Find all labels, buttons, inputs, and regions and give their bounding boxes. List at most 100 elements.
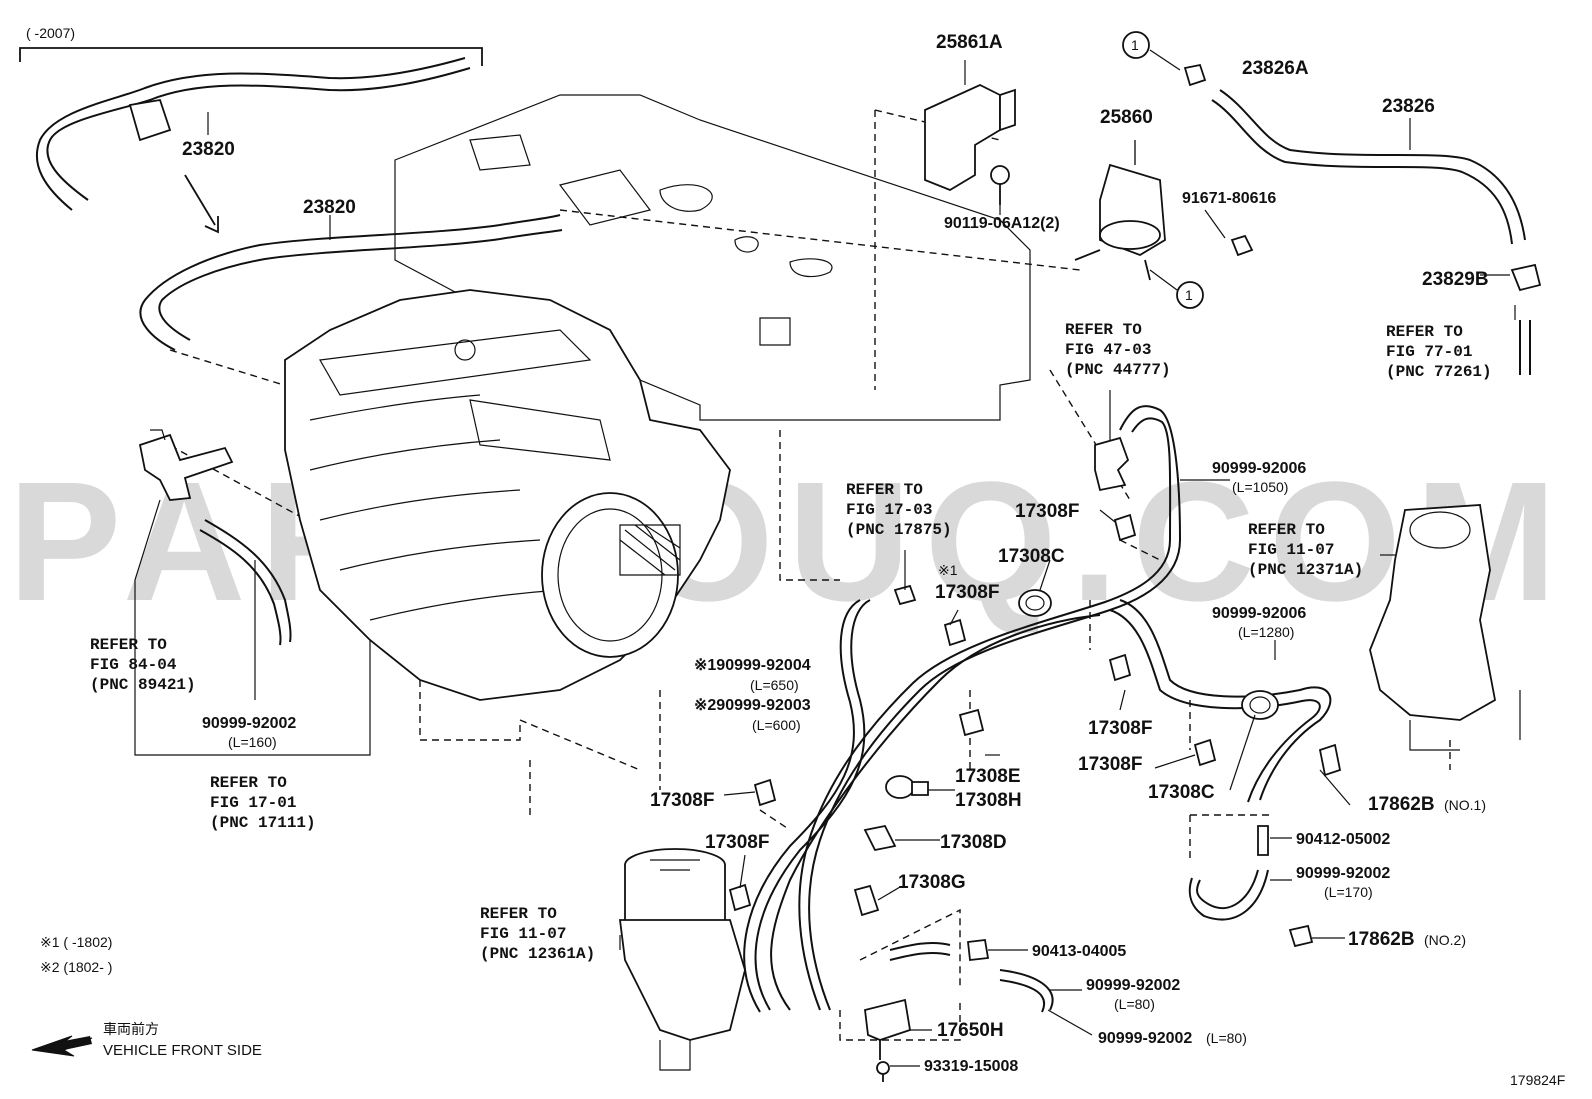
label-23820-top: 23820 bbox=[182, 139, 235, 160]
leader-lines bbox=[207, 112, 1516, 1067]
valve-25860 bbox=[1074, 140, 1166, 281]
clip-17308F-e bbox=[753, 778, 777, 807]
circle-marker-1-top: 1 bbox=[1122, 31, 1150, 59]
clip-17308G bbox=[853, 884, 880, 917]
label-90999-92002-d-length: (L=80) bbox=[1114, 996, 1155, 1012]
bolt-91671 bbox=[1230, 234, 1254, 257]
svg-text:REFER TO: REFER TO bbox=[90, 636, 167, 654]
label-90119: 90119-06A12(2) bbox=[944, 215, 1060, 232]
svg-text:REFER TO: REFER TO bbox=[480, 905, 557, 923]
label-17308F-b: 17308F bbox=[935, 582, 999, 603]
hose-90999-92006-b bbox=[770, 599, 1332, 1011]
hose-90999-92002-c bbox=[1188, 869, 1269, 921]
clip-17308C-b bbox=[1241, 690, 1279, 720]
label-90999-92002-a-length: (L=160) bbox=[228, 734, 277, 750]
circle-marker-1-bottom: 1 bbox=[1149, 269, 1204, 309]
svg-text:FIG 47-03: FIG 47-03 bbox=[1065, 341, 1151, 359]
svg-text:REFER TO: REFER TO bbox=[1065, 321, 1142, 339]
label-90412: 90412-05002 bbox=[1296, 831, 1390, 848]
refer-84-04: REFER TO FIG 84-04 (PNC 89421) bbox=[90, 636, 196, 694]
label-17308F-f: 17308F bbox=[705, 832, 769, 853]
label-17308F-d: 17308F bbox=[1078, 754, 1142, 775]
label-17650H: 17650H bbox=[937, 1020, 1004, 1041]
refer-11-07-left: REFER TO FIG 11-07 (PNC 12361A) bbox=[480, 905, 595, 963]
nipple-90412 bbox=[1257, 825, 1269, 856]
clip-17308F-a bbox=[1113, 513, 1137, 542]
hose-90999-92002-a bbox=[199, 519, 292, 646]
label-17308C-a: 17308C bbox=[998, 546, 1065, 567]
label-17862B-1: 17862B bbox=[1368, 794, 1435, 815]
label-90999-92003-length: (L=600) bbox=[752, 717, 801, 733]
clip-23826A bbox=[1183, 63, 1207, 87]
svg-text:FIG 11-07: FIG 11-07 bbox=[1248, 541, 1334, 559]
vehicle-front-arrow-icon bbox=[31, 1035, 93, 1057]
svg-text:(PNC 17111): (PNC 17111) bbox=[210, 814, 316, 832]
label-17862B-1-note: (NO.1) bbox=[1444, 797, 1486, 813]
label-90999-92004-length: (L=650) bbox=[750, 677, 799, 693]
header-bracket bbox=[19, 47, 483, 66]
svg-text:FIG 77-01: FIG 77-01 bbox=[1386, 343, 1472, 361]
svg-text:1: 1 bbox=[1131, 37, 1139, 53]
label-17862B-2: 17862B bbox=[1348, 929, 1415, 950]
refer-47-03: REFER TO FIG 47-03 (PNC 44777) bbox=[1065, 321, 1171, 379]
hose-23820-mid bbox=[139, 214, 563, 351]
label-17308G: 17308G bbox=[898, 872, 966, 893]
label-91671: 91671-80616 bbox=[1182, 190, 1276, 207]
nipple-90413 bbox=[967, 939, 990, 961]
hose-90999-92004 bbox=[743, 599, 871, 1013]
clip-17308C-a bbox=[1018, 589, 1052, 617]
pipe-77-01 bbox=[1519, 320, 1531, 375]
label-23820-mid: 23820 bbox=[303, 197, 356, 218]
label-90999-92006-b: 90999-92006 bbox=[1212, 605, 1306, 622]
clip-17308F-c bbox=[1108, 653, 1132, 682]
clip-17308H bbox=[885, 775, 929, 799]
svg-text:(PNC 44777): (PNC 44777) bbox=[1065, 361, 1171, 379]
hose-23820-top bbox=[35, 57, 471, 211]
label-90999-92006-a: 90999-92006 bbox=[1212, 460, 1306, 477]
hose-23826 bbox=[1211, 89, 1526, 245]
watermark: PARTSOUQ.COM bbox=[8, 447, 1571, 637]
header-range: ( -2007) bbox=[26, 25, 75, 41]
asterisk-marker: ※1 bbox=[938, 562, 958, 578]
clip-17308F-d bbox=[1193, 738, 1217, 767]
note-1: ※1 ( -1802) bbox=[40, 934, 112, 950]
bolt-90119 bbox=[990, 165, 1010, 205]
hose-90999-92002-e bbox=[889, 941, 951, 961]
label-17308F-e: 17308F bbox=[650, 790, 714, 811]
label-90999-92002-e: 90999-92002 bbox=[1098, 1030, 1192, 1047]
refer-17-03: REFER TO FIG 17-03 (PNC 17875) bbox=[846, 481, 952, 539]
valve-17650H bbox=[864, 998, 912, 1060]
svg-text:FIG 11-07: FIG 11-07 bbox=[480, 925, 566, 943]
svg-text:FIG 17-03: FIG 17-03 bbox=[846, 501, 932, 519]
label-90999-92002-c-length: (L=170) bbox=[1324, 884, 1373, 900]
svg-text:FIG 17-01: FIG 17-01 bbox=[210, 794, 296, 812]
label-90999-92003: ※290999-92003 bbox=[694, 697, 811, 714]
refer-17-01: REFER TO FIG 17-01 (PNC 17111) bbox=[210, 774, 316, 832]
intake-manifold bbox=[284, 289, 731, 701]
label-90999-92002-e-length: (L=80) bbox=[1206, 1030, 1247, 1046]
label-23826A: 23826A bbox=[1242, 58, 1309, 79]
clip-17308F-b bbox=[943, 618, 967, 647]
svg-text:REFER TO: REFER TO bbox=[846, 481, 923, 499]
valve-47-03 bbox=[1094, 436, 1130, 492]
svg-text:(PNC 89421): (PNC 89421) bbox=[90, 676, 196, 694]
label-90999-92004: ※190999-92004 bbox=[694, 657, 811, 674]
label-90999-92002-c: 90999-92002 bbox=[1296, 865, 1390, 882]
label-17308H: 17308H bbox=[955, 790, 1022, 811]
direction-jp: 車両前方 bbox=[103, 1021, 159, 1037]
label-25861A: 25861A bbox=[936, 32, 1003, 53]
label-17308E: 17308E bbox=[955, 766, 1021, 787]
svg-text:FIG 84-04: FIG 84-04 bbox=[90, 656, 177, 674]
clamp-23829B bbox=[1510, 263, 1542, 292]
label-17862B-2-note: (NO.2) bbox=[1424, 932, 1466, 948]
label-90999-92006-b-length: (L=1280) bbox=[1238, 624, 1294, 640]
leader-23826A bbox=[1149, 49, 1181, 71]
label-23826: 23826 bbox=[1382, 96, 1435, 117]
label-25860: 25860 bbox=[1100, 107, 1153, 128]
label-17308F-c: 17308F bbox=[1088, 718, 1152, 739]
engine-mount-12371A bbox=[1369, 504, 1521, 751]
refer-11-07-right: REFER TO FIG 11-07 (PNC 12371A) bbox=[1248, 521, 1363, 579]
engine-mount-12361A bbox=[618, 848, 746, 1071]
bracket-25861A bbox=[924, 60, 1016, 192]
label-23829B: 23829B bbox=[1422, 269, 1489, 290]
